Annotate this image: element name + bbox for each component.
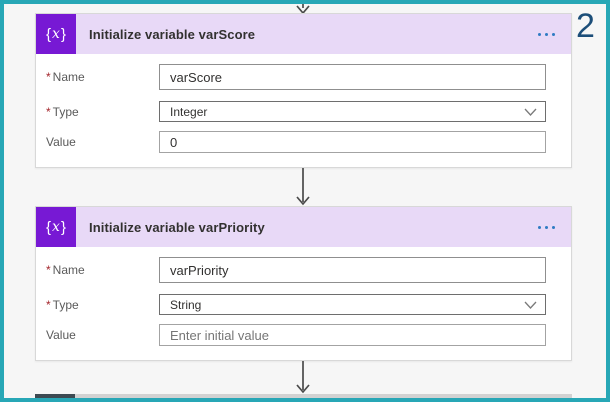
connector-arrow-bottom	[295, 361, 311, 395]
type-field-label: * Type	[46, 104, 79, 119]
name-input[interactable]	[159, 64, 546, 90]
type-dropdown-value: Integer	[170, 104, 208, 119]
value-field-label: Value	[46, 135, 76, 149]
chevron-down-icon	[524, 108, 537, 116]
step-number-annotation: 2	[576, 7, 595, 45]
icon-close-brace: }	[60, 25, 66, 43]
required-asterisk: *	[46, 263, 51, 277]
variable-icon: {x}	[36, 207, 76, 247]
type-dropdown[interactable]: String	[159, 294, 546, 315]
flow-designer-canvas: 2 {x} Initialize variable varScore * Nam…	[4, 4, 606, 398]
required-asterisk: *	[46, 70, 51, 84]
chevron-down-icon	[524, 301, 537, 309]
ellipsis-menu-icon[interactable]	[536, 27, 557, 42]
value-input[interactable]	[159, 131, 546, 153]
action-card-initialize-varscore: {x} Initialize variable varScore * Name …	[35, 13, 572, 168]
type-dropdown-value: String	[170, 297, 202, 312]
type-dropdown[interactable]: Integer	[159, 101, 546, 122]
name-field-label: * Name	[46, 263, 85, 277]
action-card-initialize-varpriority: {x} Initialize variable varPriority * Na…	[35, 206, 572, 361]
next-action-icon-partial	[35, 394, 75, 398]
required-asterisk: *	[46, 104, 51, 119]
name-input[interactable]	[159, 257, 546, 283]
next-action-card-partial[interactable]	[35, 394, 572, 398]
ellipsis-menu-icon[interactable]	[536, 220, 557, 235]
icon-open-brace: {	[46, 25, 52, 43]
icon-open-brace: {	[46, 218, 52, 236]
required-asterisk: *	[46, 297, 51, 312]
connector-arrow-middle	[295, 168, 311, 206]
icon-x: x	[52, 26, 60, 42]
icon-x: x	[52, 219, 60, 235]
value-input[interactable]	[159, 324, 546, 346]
name-field-label: * Name	[46, 70, 85, 84]
variable-icon: {x}	[36, 14, 76, 54]
action-card-header[interactable]: {x} Initialize variable varScore	[36, 14, 571, 54]
action-card-header[interactable]: {x} Initialize variable varPriority	[36, 207, 571, 247]
action-title: Initialize variable varPriority	[89, 219, 265, 235]
type-field-label: * Type	[46, 297, 79, 312]
icon-close-brace: }	[60, 218, 66, 236]
action-title: Initialize variable varScore	[89, 26, 256, 42]
value-field-label: Value	[46, 328, 76, 342]
